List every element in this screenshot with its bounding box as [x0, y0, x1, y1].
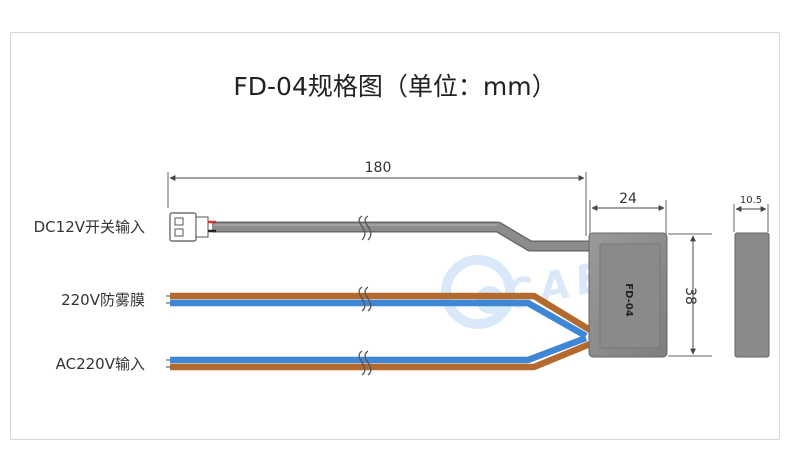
dim-label-24: 24: [619, 191, 637, 207]
fog-film-wires: [166, 292, 592, 339]
label-ac-input: AC220V输入: [56, 355, 145, 373]
dim-label-38: 38: [682, 287, 698, 305]
dim-label-180: 180: [365, 160, 392, 176]
label-fog-film: 220V防雾膜: [61, 291, 145, 309]
device-label: FD-04: [623, 283, 634, 316]
dim-label-10-5: 10.5: [740, 195, 762, 206]
page-title: FD-04规格图（单位：mm）: [233, 72, 556, 101]
ac-input-wires: [166, 334, 592, 371]
dc-connector: [169, 212, 216, 242]
dim-cable-length: 180: [167, 160, 587, 236]
dim-box-height: 38: [668, 233, 712, 357]
dc-cable: [212, 221, 594, 252]
control-box-front: FD-04: [588, 232, 668, 358]
control-box-side: [734, 232, 770, 358]
dim-box-thickness: 10.5: [733, 195, 769, 232]
dim-box-width: 24: [589, 191, 667, 236]
break-marks: [358, 215, 372, 376]
label-dc-input: DC12V开关输入: [34, 218, 145, 236]
